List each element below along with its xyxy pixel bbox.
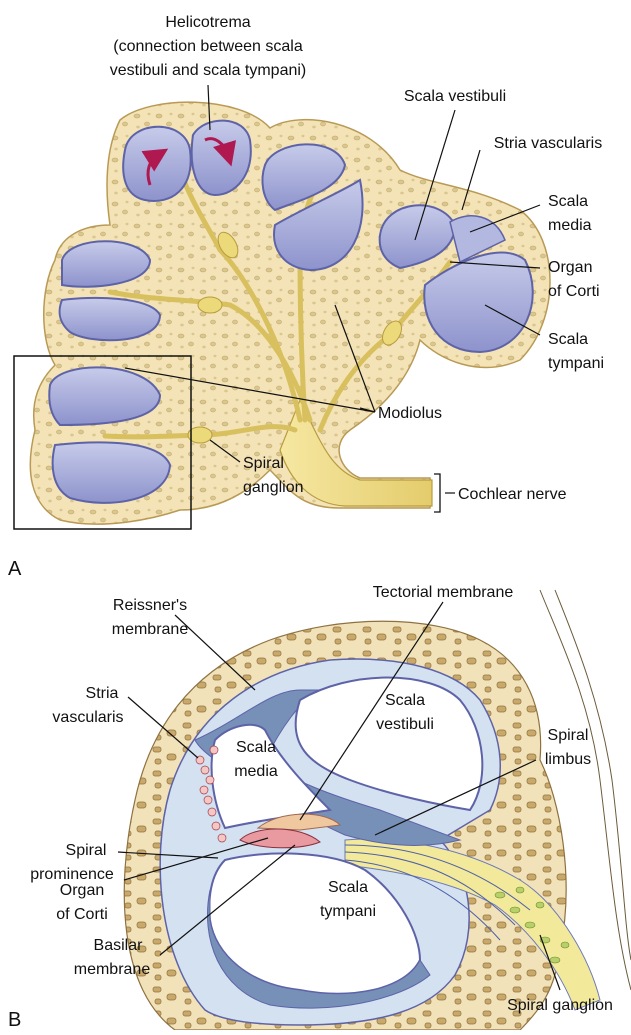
panel-label-b: B	[8, 1009, 21, 1030]
label-organ-of-corti-b-line2: of Corti	[56, 906, 108, 923]
label-organ-of-corti-b-line1: Organ	[60, 882, 104, 899]
label-scala-tympani-b-line2: tympani	[320, 903, 376, 920]
label-reissners-membrane-line2: membrane	[112, 621, 189, 638]
panel-b-drawing: Tectorial membrane Reissner's membrane S…	[8, 584, 631, 1030]
label-scala-tympani-a-line2: tympani	[548, 355, 604, 372]
label-scala-media-b-line1: Scala	[236, 739, 276, 756]
label-spiral-prominence-line2: prominence	[30, 866, 114, 883]
label-scala-vestibuli-b-line1: Scala	[385, 692, 425, 709]
panel-a-drawing: Helicotrema (connection between scala ve…	[8, 14, 604, 580]
label-scala-media-a-line2: media	[548, 217, 592, 234]
label-basilar-membrane-line2: membrane	[74, 961, 151, 978]
label-scala-tympani-b-line1: Scala	[328, 879, 368, 896]
label-scala-tympani-a-line1: Scala	[548, 331, 588, 348]
label-helicotrema-line3: vestibuli and scala tympani)	[110, 62, 307, 79]
label-modiolus: Modiolus	[378, 405, 442, 422]
label-organ-of-corti-a-line1: Organ	[548, 259, 592, 276]
label-stria-vascularis-a: Stria vascularis	[494, 135, 602, 152]
label-scala-media-a-line1: Scala	[548, 193, 588, 210]
label-tectorial-membrane: Tectorial membrane	[373, 584, 514, 601]
label-reissners-membrane-line1: Reissner's	[113, 597, 187, 614]
label-scala-media-b-line2: media	[234, 763, 278, 780]
label-stria-vascularis-b-line2: vascularis	[52, 709, 123, 726]
label-spiral-ganglion-a-line2: ganglion	[243, 479, 304, 496]
label-cochlear-nerve: Cochlear nerve	[458, 486, 567, 503]
label-spiral-ganglion-b: Spiral ganglion	[507, 997, 613, 1014]
panel-label-a: A	[8, 558, 22, 580]
label-organ-of-corti-a-line2: of Corti	[548, 283, 600, 300]
label-spiral-limbus-line1: Spiral	[548, 727, 589, 744]
label-helicotrema-line1: Helicotrema	[165, 14, 250, 31]
label-spiral-prominence-line1: Spiral	[66, 842, 107, 859]
label-scala-vestibuli-a: Scala vestibuli	[404, 88, 506, 105]
label-scala-vestibuli-b-line2: vestibuli	[376, 716, 434, 733]
label-basilar-membrane-line1: Basilar	[94, 937, 144, 954]
label-spiral-limbus-line2: limbus	[545, 751, 591, 768]
label-stria-vascularis-b-line1: Stria	[86, 685, 119, 702]
cochlear-nerve-bracket	[434, 474, 440, 512]
label-spiral-ganglion-a-line1: Spiral	[243, 455, 284, 472]
label-helicotrema-line2: (connection between scala	[113, 38, 303, 55]
